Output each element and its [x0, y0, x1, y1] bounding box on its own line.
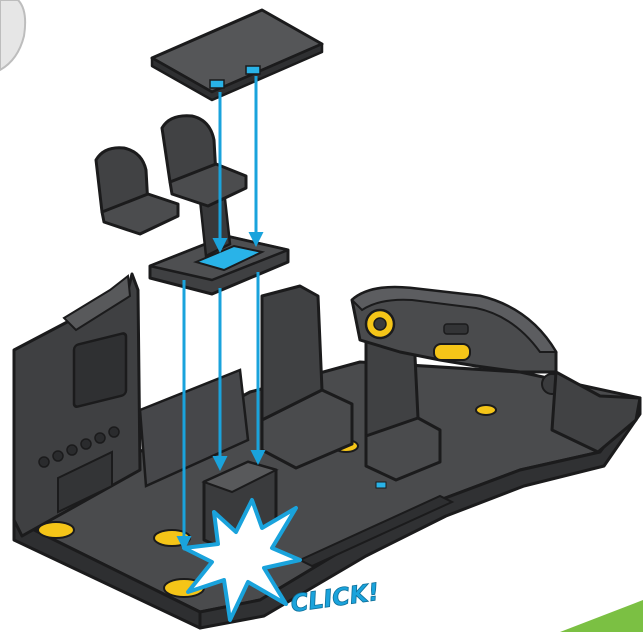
floor-peg-yellow — [476, 405, 496, 415]
seat-assembly — [96, 116, 288, 294]
vehicle-chassis — [14, 274, 640, 628]
roof-clip-blue — [210, 80, 224, 88]
rear-panel-screen — [74, 333, 126, 408]
dashboard-display-yellow — [434, 344, 470, 360]
floor-peg-yellow — [38, 522, 74, 538]
roof-clip-blue — [246, 66, 260, 74]
steering-wheel-hub — [374, 318, 386, 330]
roof-panel — [152, 10, 322, 100]
corner-tab-decoration — [0, 0, 25, 70]
corner-green-decoration — [560, 600, 643, 632]
dashboard-vent — [444, 324, 468, 334]
mount-slot-blue — [376, 482, 386, 488]
